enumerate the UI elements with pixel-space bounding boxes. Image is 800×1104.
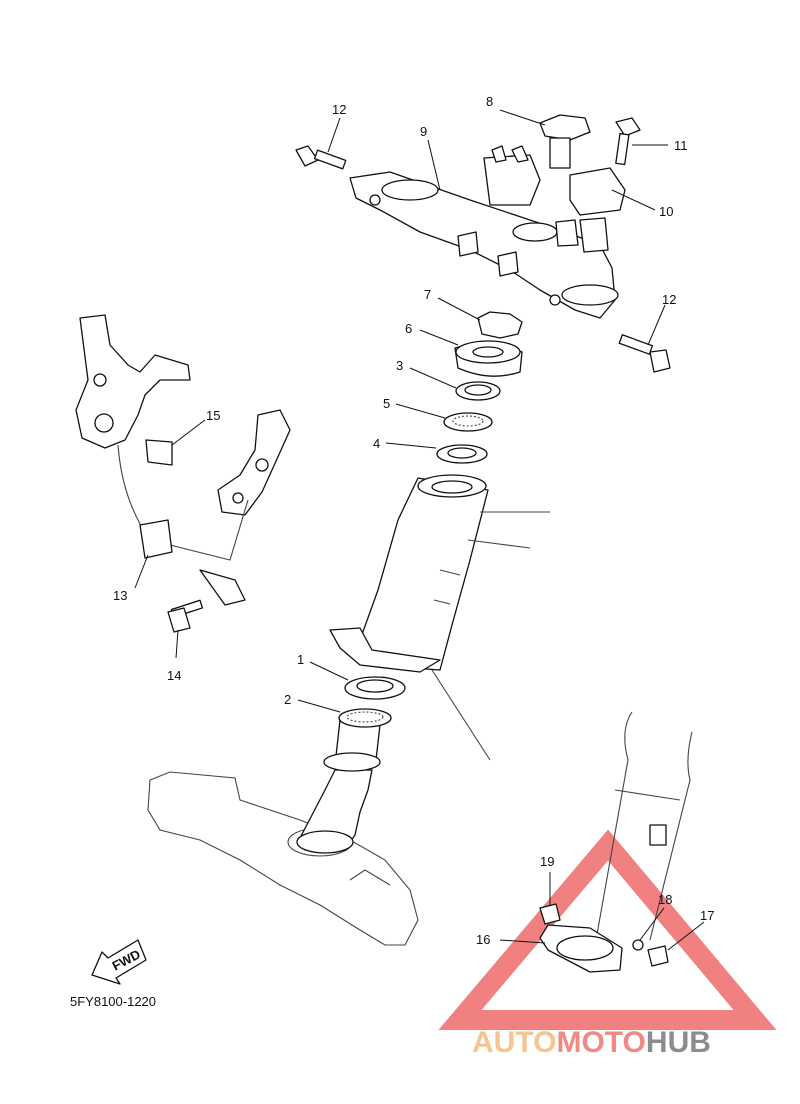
bolt-8 [539, 114, 591, 169]
bolt-12-right [618, 334, 671, 373]
callout-7: 7 [424, 287, 431, 302]
callout-10: 10 [659, 204, 673, 219]
cable-guide [539, 903, 669, 973]
watermark-triangle [438, 829, 777, 1030]
callout-labels: 12 8 9 11 10 12 7 6 3 5 4 15 13 14 1 2 1… [113, 94, 714, 947]
head-tube [329, 474, 550, 761]
callout-3: 3 [396, 358, 403, 373]
callout-1: 1 [297, 652, 304, 667]
upper-bearing-parts [436, 311, 523, 464]
callout-13: 13 [113, 588, 127, 603]
bolt-11 [615, 117, 641, 166]
watermark-text: AUTOMOTOHUB [472, 1026, 711, 1059]
callout-19: 19 [540, 854, 554, 869]
callout-5: 5 [383, 396, 390, 411]
callout-16: 16 [476, 932, 490, 947]
handlebar-holder [555, 167, 626, 253]
callout-6: 6 [405, 321, 412, 336]
callout-12b: 12 [662, 292, 676, 307]
callout-2: 2 [284, 692, 291, 707]
watermark-auto: AUTO [472, 1026, 556, 1059]
fork-leg [595, 711, 693, 941]
watermark-logo: AUTOMOTOHUB [472, 1026, 711, 1059]
callout-11: 11 [674, 138, 688, 153]
watermark-moto: MOTO [556, 1026, 645, 1059]
leader-lines [134, 109, 705, 951]
steering-stem [296, 719, 381, 854]
callout-17: 17 [700, 908, 714, 923]
bolt-12-left [295, 145, 347, 170]
callout-15: 15 [206, 408, 220, 423]
callout-18: 18 [658, 892, 672, 907]
callout-4: 4 [373, 436, 380, 451]
upper-bracket [349, 145, 619, 319]
headlight-stay [75, 314, 291, 633]
fwd-arrow: FWD [91, 939, 147, 985]
callout-14: 14 [167, 668, 181, 683]
callout-8: 8 [486, 94, 493, 109]
watermark-hub: HUB [646, 1026, 711, 1059]
callout-9: 9 [420, 124, 427, 139]
callout-12a: 12 [332, 102, 346, 117]
under-bracket-outline [147, 771, 419, 946]
lower-bearing-parts [338, 676, 406, 728]
diagram-code: 5FY8100-1220 [70, 994, 156, 1009]
